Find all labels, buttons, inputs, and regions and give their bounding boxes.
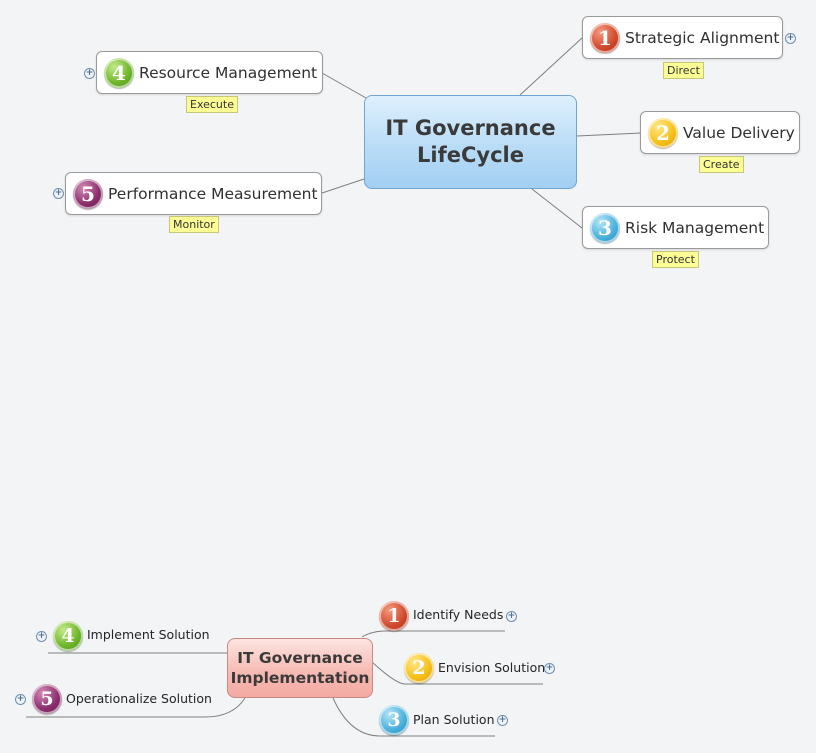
number-1-badge-icon: 1 [379,601,409,631]
number-4-badge-icon: 4 [104,57,134,88]
subtopic-plan-solution[interactable]: Plan Solution [413,712,495,727]
topic-label: Strategic Alignment [625,28,780,47]
subtopic-operationalize-solution[interactable]: Operationalize Solution [66,691,212,706]
topic-resource-management[interactable]: 4 Resource Management [96,51,323,94]
tag-monitor: Monitor [169,216,219,233]
number-3-badge-icon: 3 [379,705,409,735]
central-topic-lifecycle[interactable]: IT Governance LifeCycle [364,95,577,189]
topic-label: Performance Measurement [108,184,318,203]
connector-risk-management [531,188,583,229]
number-4-badge-icon: 4 [53,621,83,651]
number-1-badge-icon: 1 [590,22,620,53]
expand-icon[interactable]: + [53,188,64,199]
number-2-badge-icon: 2 [404,653,434,683]
topic-label: Risk Management [625,218,765,237]
central-topic-line-2: LifeCycle [417,143,524,167]
number-5-badge-icon: 5 [73,178,103,209]
tag-direct: Direct [663,62,704,79]
connector-operationalize-solution [26,697,246,718]
number-3-badge-icon: 3 [590,212,620,243]
central-topic-line-2: Implementation [230,669,370,687]
expand-icon[interactable]: + [84,68,95,79]
connector-identify-needs [361,630,505,638]
expand-icon[interactable]: + [15,694,26,705]
connector-strategic-alignment [519,37,583,96]
connector-performance-measurement [321,178,365,194]
central-topic-line-1: IT Governance [237,648,363,667]
expand-icon[interactable]: + [544,663,555,674]
tag-create: Create [699,156,744,173]
central-topic-implementation[interactable]: IT Governance Implementation [227,638,373,698]
expand-icon[interactable]: + [497,715,508,726]
tag-protect: Protect [652,251,699,268]
connector-envision-solution [371,661,543,685]
topic-label: Value Delivery [683,123,795,142]
number-5-badge-icon: 5 [32,684,62,714]
topic-value-delivery[interactable]: 2 Value Delivery [640,111,800,154]
connector-plan-solution [332,697,495,737]
tag-execute: Execute [186,96,238,113]
central-topic-line-1: IT Governance [385,115,556,140]
topic-label: Resource Management [139,63,318,82]
subtopic-envision-solution[interactable]: Envision Solution [438,660,546,675]
topic-performance-measurement[interactable]: 5 Performance Measurement [65,172,322,215]
subtopic-implement-solution[interactable]: Implement Solution [87,627,210,642]
connector-value-delivery [576,132,641,137]
expand-icon[interactable]: + [506,611,517,622]
expand-icon[interactable]: + [36,631,47,642]
topic-risk-management[interactable]: 3 Risk Management [582,206,769,249]
subtopic-identify-needs[interactable]: Identify Needs [413,607,504,622]
expand-icon[interactable]: + [785,33,796,44]
topic-strategic-alignment[interactable]: 1 Strategic Alignment [582,16,783,59]
connector-resource-management [321,72,367,99]
number-2-badge-icon: 2 [648,117,678,148]
